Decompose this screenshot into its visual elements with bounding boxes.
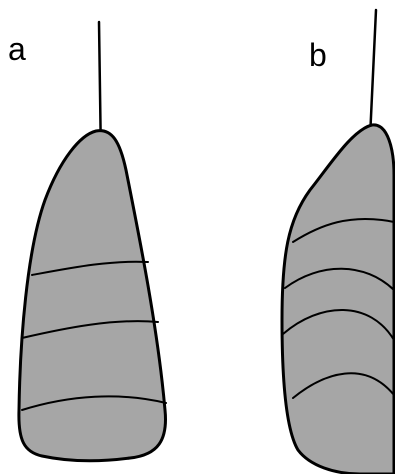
cell-body-a — [19, 131, 166, 461]
panel-label-a: a — [8, 31, 26, 67]
panel-b: b — [282, 10, 394, 474]
panel-label-b: b — [309, 37, 327, 73]
stalk-b — [370, 10, 376, 138]
panel-a: a — [8, 22, 166, 461]
cell-body-b — [282, 125, 394, 474]
